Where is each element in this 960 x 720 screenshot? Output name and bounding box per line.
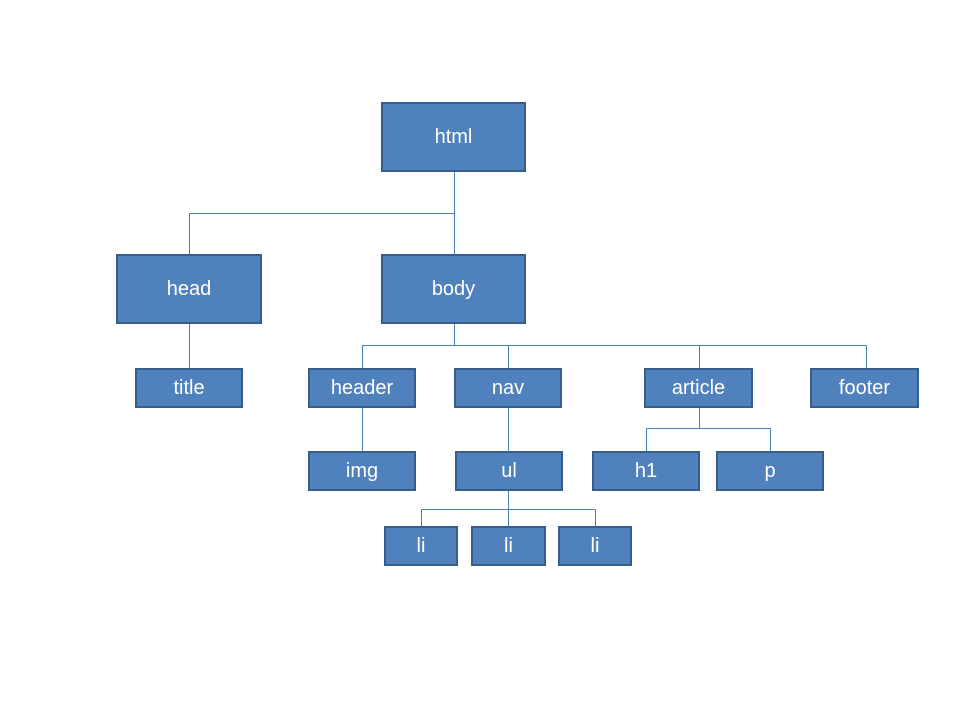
node-head: head [116, 254, 262, 324]
node-li-1: li [384, 526, 458, 566]
node-ul: ul [455, 451, 563, 491]
node-li-3: li [558, 526, 632, 566]
node-li-2: li [471, 526, 546, 566]
node-footer: footer [810, 368, 919, 408]
node-h1: h1 [592, 451, 700, 491]
node-html: html [381, 102, 526, 172]
node-header: header [308, 368, 416, 408]
node-img: img [308, 451, 416, 491]
node-article: article [644, 368, 753, 408]
node-p: p [716, 451, 824, 491]
node-nav: nav [454, 368, 562, 408]
node-body: body [381, 254, 526, 324]
node-title: title [135, 368, 243, 408]
